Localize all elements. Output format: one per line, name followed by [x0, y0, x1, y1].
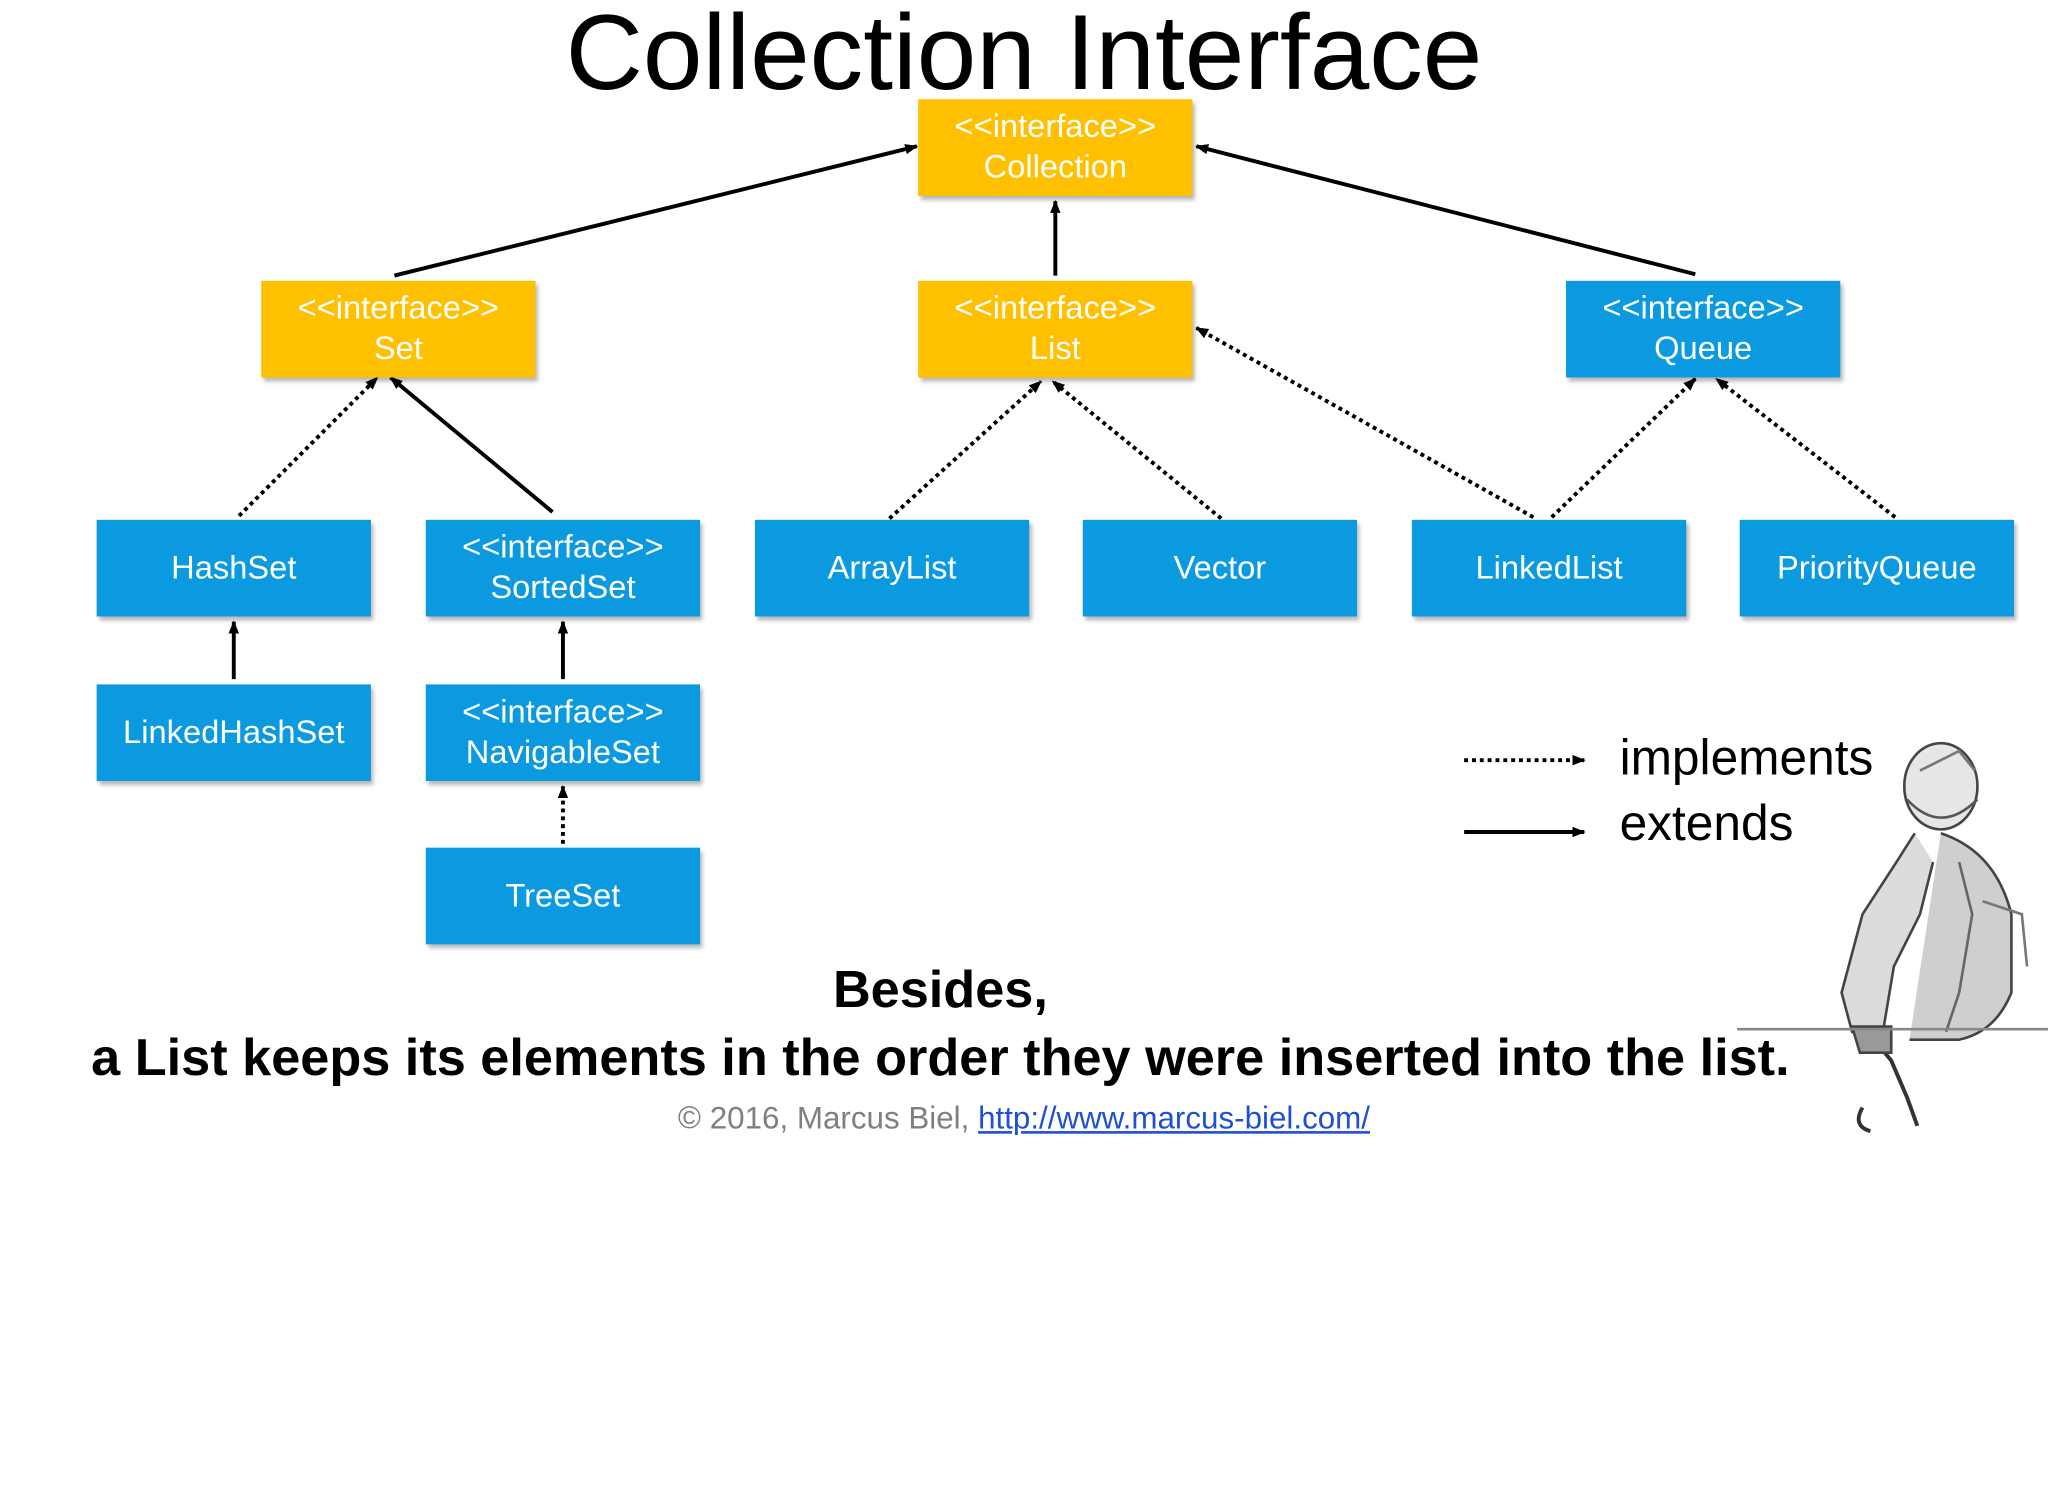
- node-linkedlist: LinkedList: [1411, 519, 1687, 617]
- arrow-queue-extends-collection: [1195, 144, 1696, 277]
- node-hashset: HashSet: [96, 519, 371, 617]
- arrow-arraylist-implements-list: [888, 379, 1043, 520]
- slide-title: Collection Interface: [565, 0, 1483, 113]
- node-collection: <<interface>> Collection: [918, 99, 1193, 196]
- node-set: <<interface>> Set: [261, 280, 536, 378]
- node-vector-name: Vector: [1173, 549, 1267, 586]
- legend-implements-label: implements: [1619, 731, 1874, 787]
- node-arraylist: ArrayList: [754, 519, 1030, 617]
- node-list-stereotype: <<interface>>: [954, 289, 1157, 327]
- arrow-set-extends-collection: [393, 144, 919, 278]
- node-priorityqueue: PriorityQueue: [1739, 519, 2015, 617]
- node-navigableset-stereotype: <<interface>>: [462, 693, 664, 731]
- node-sortedset-stereotype: <<interface>>: [462, 528, 664, 566]
- node-queue-name: Queue: [1654, 330, 1753, 368]
- node-navigableset-name: NavigableSet: [465, 734, 661, 771]
- node-linkedhashset-name: LinkedHashSet: [123, 713, 345, 751]
- node-collection-name: Collection: [983, 148, 1128, 186]
- node-set-stereotype: <<interface>>: [297, 289, 500, 327]
- arrow-vector-implements-list: [1051, 379, 1223, 521]
- node-linkedlist-name: LinkedList: [1475, 549, 1623, 586]
- node-arraylist-name: ArrayList: [827, 549, 957, 586]
- node-linkedhashset: LinkedHashSet: [96, 684, 371, 782]
- arrow-sortedset-extends-set: [389, 375, 554, 514]
- node-sortedset: <<interface>> SortedSet: [425, 519, 701, 617]
- arrow-hashset-implements-set: [237, 376, 379, 518]
- arrow-priorityqueue-implements-queue: [1715, 377, 1897, 519]
- node-navigableset: <<interface>> NavigableSet: [425, 684, 701, 782]
- caption-line-2: a List keeps its elements in the order t…: [91, 1029, 1790, 1087]
- arrow-linkedlist-implements-list: [1195, 326, 1535, 519]
- copyright-text: © 2016, Marcus Biel,: [677, 1101, 970, 1137]
- node-sortedset-name: SortedSet: [490, 569, 636, 607]
- caption-line-1: Besides,: [832, 961, 1048, 1019]
- relationship-arrows: [228, 144, 2048, 1133]
- node-set-name: Set: [373, 330, 423, 368]
- node-treeset: TreeSet: [425, 847, 701, 945]
- node-list-name: List: [1029, 330, 1081, 368]
- node-queue-stereotype: <<interface>>: [1602, 289, 1804, 327]
- website-link[interactable]: http://www.marcus-biel.com/: [978, 1101, 1371, 1137]
- node-queue: <<interface>> Queue: [1566, 280, 1841, 378]
- copyright-footer: © 2016, Marcus Biel, http://www.marcus-b…: [0, 1101, 2048, 1138]
- node-treeset-name: TreeSet: [505, 877, 621, 914]
- legend-extends-label: extends: [1619, 796, 1794, 852]
- node-hashset-name: HashSet: [171, 549, 297, 586]
- node-vector: Vector: [1082, 519, 1358, 617]
- node-collection-stereotype: <<interface>>: [954, 108, 1157, 145]
- node-list: <<interface>> List: [918, 280, 1193, 378]
- arrow-linkedlist-implements-queue: [1550, 377, 1697, 519]
- node-priorityqueue-name: PriorityQueue: [1777, 549, 1977, 586]
- craftsman-illustration: [1737, 741, 2048, 1133]
